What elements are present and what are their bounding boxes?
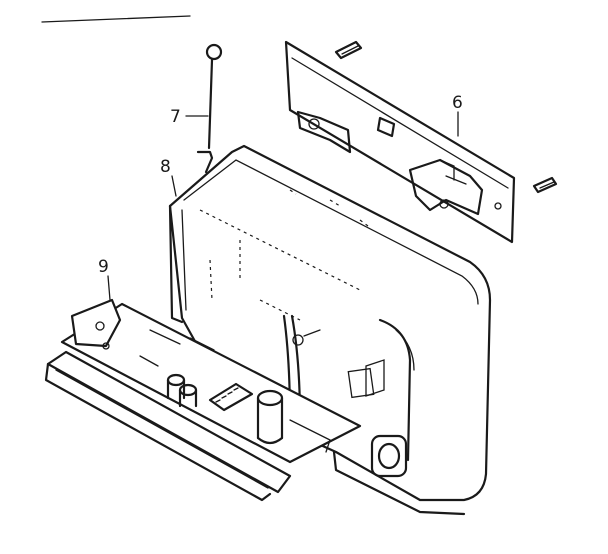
capacitor-pair: [166, 373, 198, 408]
connector-strip: [208, 382, 254, 412]
part-7-eye-rod: [196, 43, 223, 174]
callout-7: 7: [170, 107, 209, 127]
callout-6: 6: [452, 93, 463, 137]
large-capacitor: [256, 389, 284, 445]
svg-text:8: 8: [160, 157, 171, 177]
header-rule: [41, 15, 191, 23]
svg-text:9: 9: [98, 257, 109, 277]
screw-top: [334, 40, 363, 60]
knob: [370, 434, 408, 478]
svg-text:6: 6: [452, 93, 463, 113]
callout-9: 9: [98, 257, 111, 301]
callout-8: 8: [160, 157, 177, 197]
screw-right: [532, 176, 558, 194]
part-9-circuit-board: [44, 298, 362, 502]
part-6-cover-plate: [284, 40, 516, 244]
svg-text:7: 7: [170, 107, 181, 127]
